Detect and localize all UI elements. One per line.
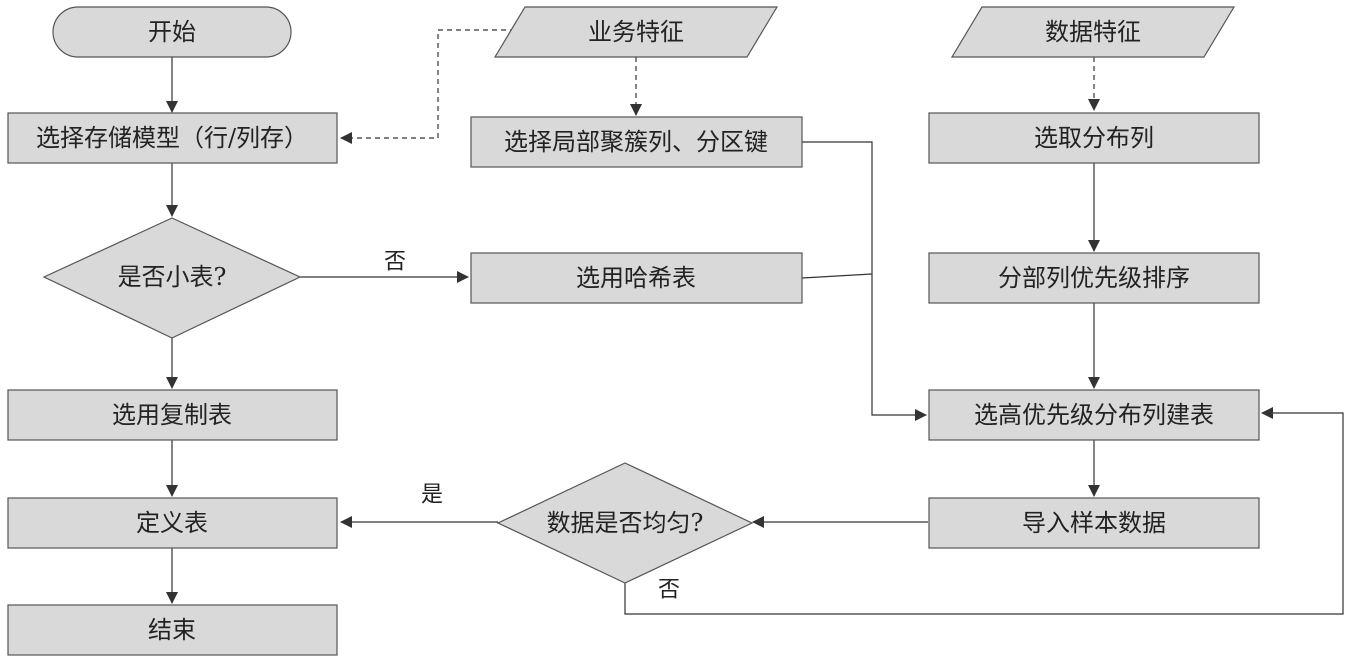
build-table-node: 选高优先级分布列建表 — [928, 389, 1260, 441]
choose-storage-label: 选择存储模型（行/列存） — [36, 124, 308, 152]
choose-storage-node: 选择存储模型（行/列存） — [7, 112, 338, 164]
choose-dist-col-label: 选取分布列 — [1034, 124, 1154, 152]
define-table-label: 定义表 — [136, 509, 208, 537]
data-uniform-label: 数据是否均匀? — [547, 509, 704, 537]
use-hash-node: 选用哈希表 — [470, 252, 803, 304]
edge-label-yes-uniform: 是 — [421, 483, 443, 508]
end-node: 结束 — [7, 604, 338, 656]
edge-label-no-uniform: 否 — [658, 578, 680, 603]
rank-dist-node: 分部列优先级排序 — [928, 252, 1260, 304]
use-replica-node: 选用复制表 — [7, 389, 338, 441]
use-hash-label: 选用哈希表 — [576, 264, 696, 292]
start-label: 开始 — [148, 18, 196, 46]
edge-biz-to-storage — [340, 29, 515, 144]
choose-dist-col-node: 选取分布列 — [928, 112, 1260, 164]
data-uniform-decision: 数据是否均匀? — [496, 462, 754, 584]
edge-merge-to-build — [871, 274, 927, 421]
start-node: 开始 — [52, 6, 292, 58]
import-sample-label: 导入样本数据 — [1022, 509, 1166, 537]
end-label: 结束 — [148, 616, 196, 644]
biz-feature-label: 业务特征 — [588, 18, 684, 46]
rank-dist-label: 分部列优先级排序 — [998, 264, 1190, 292]
is-small-table-decision: 是否小表? — [42, 217, 302, 339]
is-small-table-label: 是否小表? — [118, 263, 227, 291]
edge-uniform-loop-back — [624, 407, 1344, 615]
choose-cluster-node: 选择局部聚簇列、分区键 — [470, 116, 803, 168]
use-replica-label: 选用复制表 — [112, 401, 232, 429]
import-sample-node: 导入样本数据 — [928, 497, 1260, 549]
biz-feature-node: 业务特征 — [493, 6, 779, 58]
data-feature-label: 数据特征 — [1045, 18, 1141, 46]
data-feature-node: 数据特征 — [950, 6, 1236, 58]
define-table-node: 定义表 — [7, 497, 338, 549]
edge-cluster-to-merge — [802, 141, 873, 274]
edge-hash-to-merge — [801, 273, 873, 279]
edge-label-no-small: 否 — [384, 250, 406, 275]
choose-cluster-label: 选择局部聚簇列、分区键 — [504, 128, 768, 156]
build-table-label: 选高优先级分布列建表 — [974, 401, 1214, 429]
